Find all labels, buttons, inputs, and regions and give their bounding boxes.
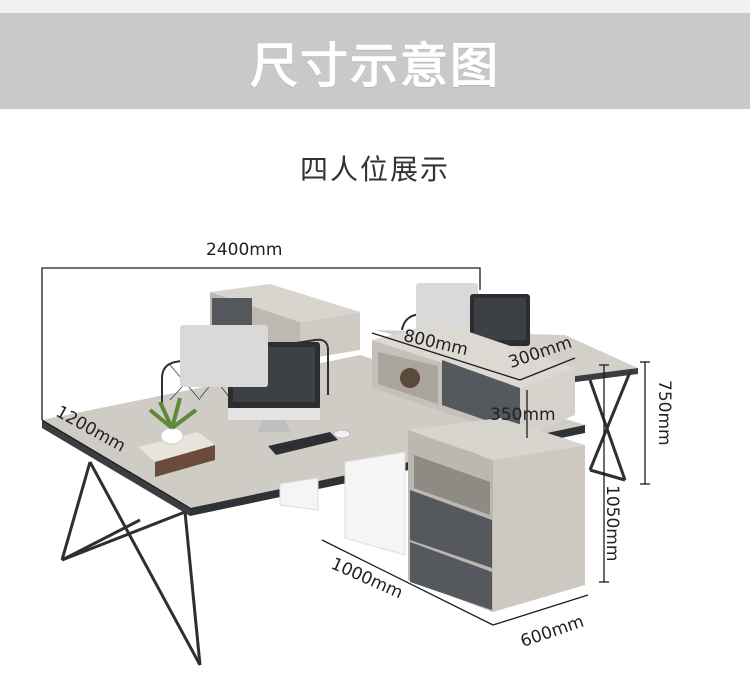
keyboard [268, 432, 338, 455]
dim-overall-height: 1050mm [602, 485, 622, 562]
dim-hutch-height: 350mm [490, 405, 556, 425]
mesh-panel-right [401, 307, 471, 331]
pedestal-cabinet [408, 418, 585, 612]
dim-total-width: 2400mm [206, 240, 283, 260]
banner-title: 尺寸示意图 [249, 38, 500, 94]
front-hutch [372, 322, 575, 438]
right-legs [588, 371, 632, 482]
left-legs [60, 461, 202, 666]
imac-left-back [180, 325, 268, 387]
section-subtitle: 四人位展示 [299, 153, 450, 186]
title-banner: 尺寸示意图 [0, 13, 750, 109]
dimension-lines [41, 267, 650, 626]
imac-right-front [470, 294, 530, 346]
dim-desk-height: 750mm [654, 380, 674, 446]
books [138, 432, 215, 477]
under-desk-cabinets [279, 451, 406, 556]
plant [148, 397, 198, 445]
mouse [333, 429, 351, 439]
top-strip [0, 0, 750, 13]
imac-right-back [416, 283, 478, 333]
